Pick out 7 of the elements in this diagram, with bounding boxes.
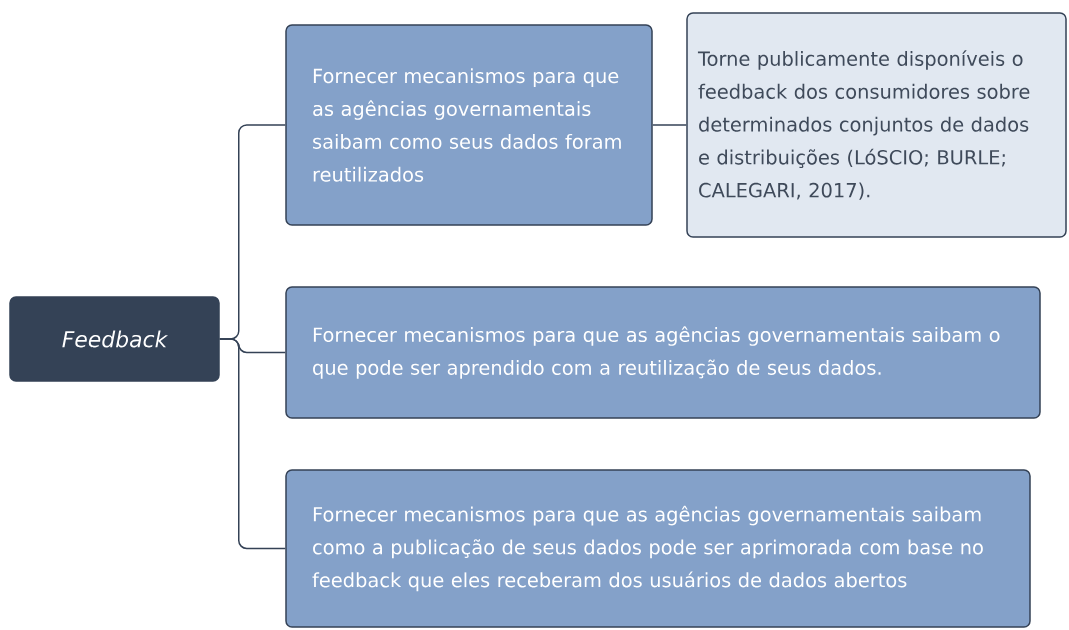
subtopic-box: Fornecer mecanismos para que as agências governamentais saibam como a publicação de seus dados pode ser aprimorada com base no feedback que eles receberam dos usuários de dados abertos [285, 469, 1031, 628]
topic-box: Feedback [9, 296, 220, 382]
subtopic-box: Fornecer mecanismos para que as agências governamentais saibam o que pode ser aprendido com a reutilização de seus dados. [285, 286, 1041, 419]
subtopic-box: Fornecer mecanismos para que as agências governamentais saibam como seus dados foram reutilizados [285, 24, 653, 226]
connector-line [652, 124, 687, 126]
connector-line [219, 338, 286, 550]
note-box: Torne publicamente disponíveis o feedback dos consumidores sobre determinados conjuntos de dados e distribuições (LóSCIO; BURLE; CALEGARI, 2017). [686, 12, 1067, 238]
